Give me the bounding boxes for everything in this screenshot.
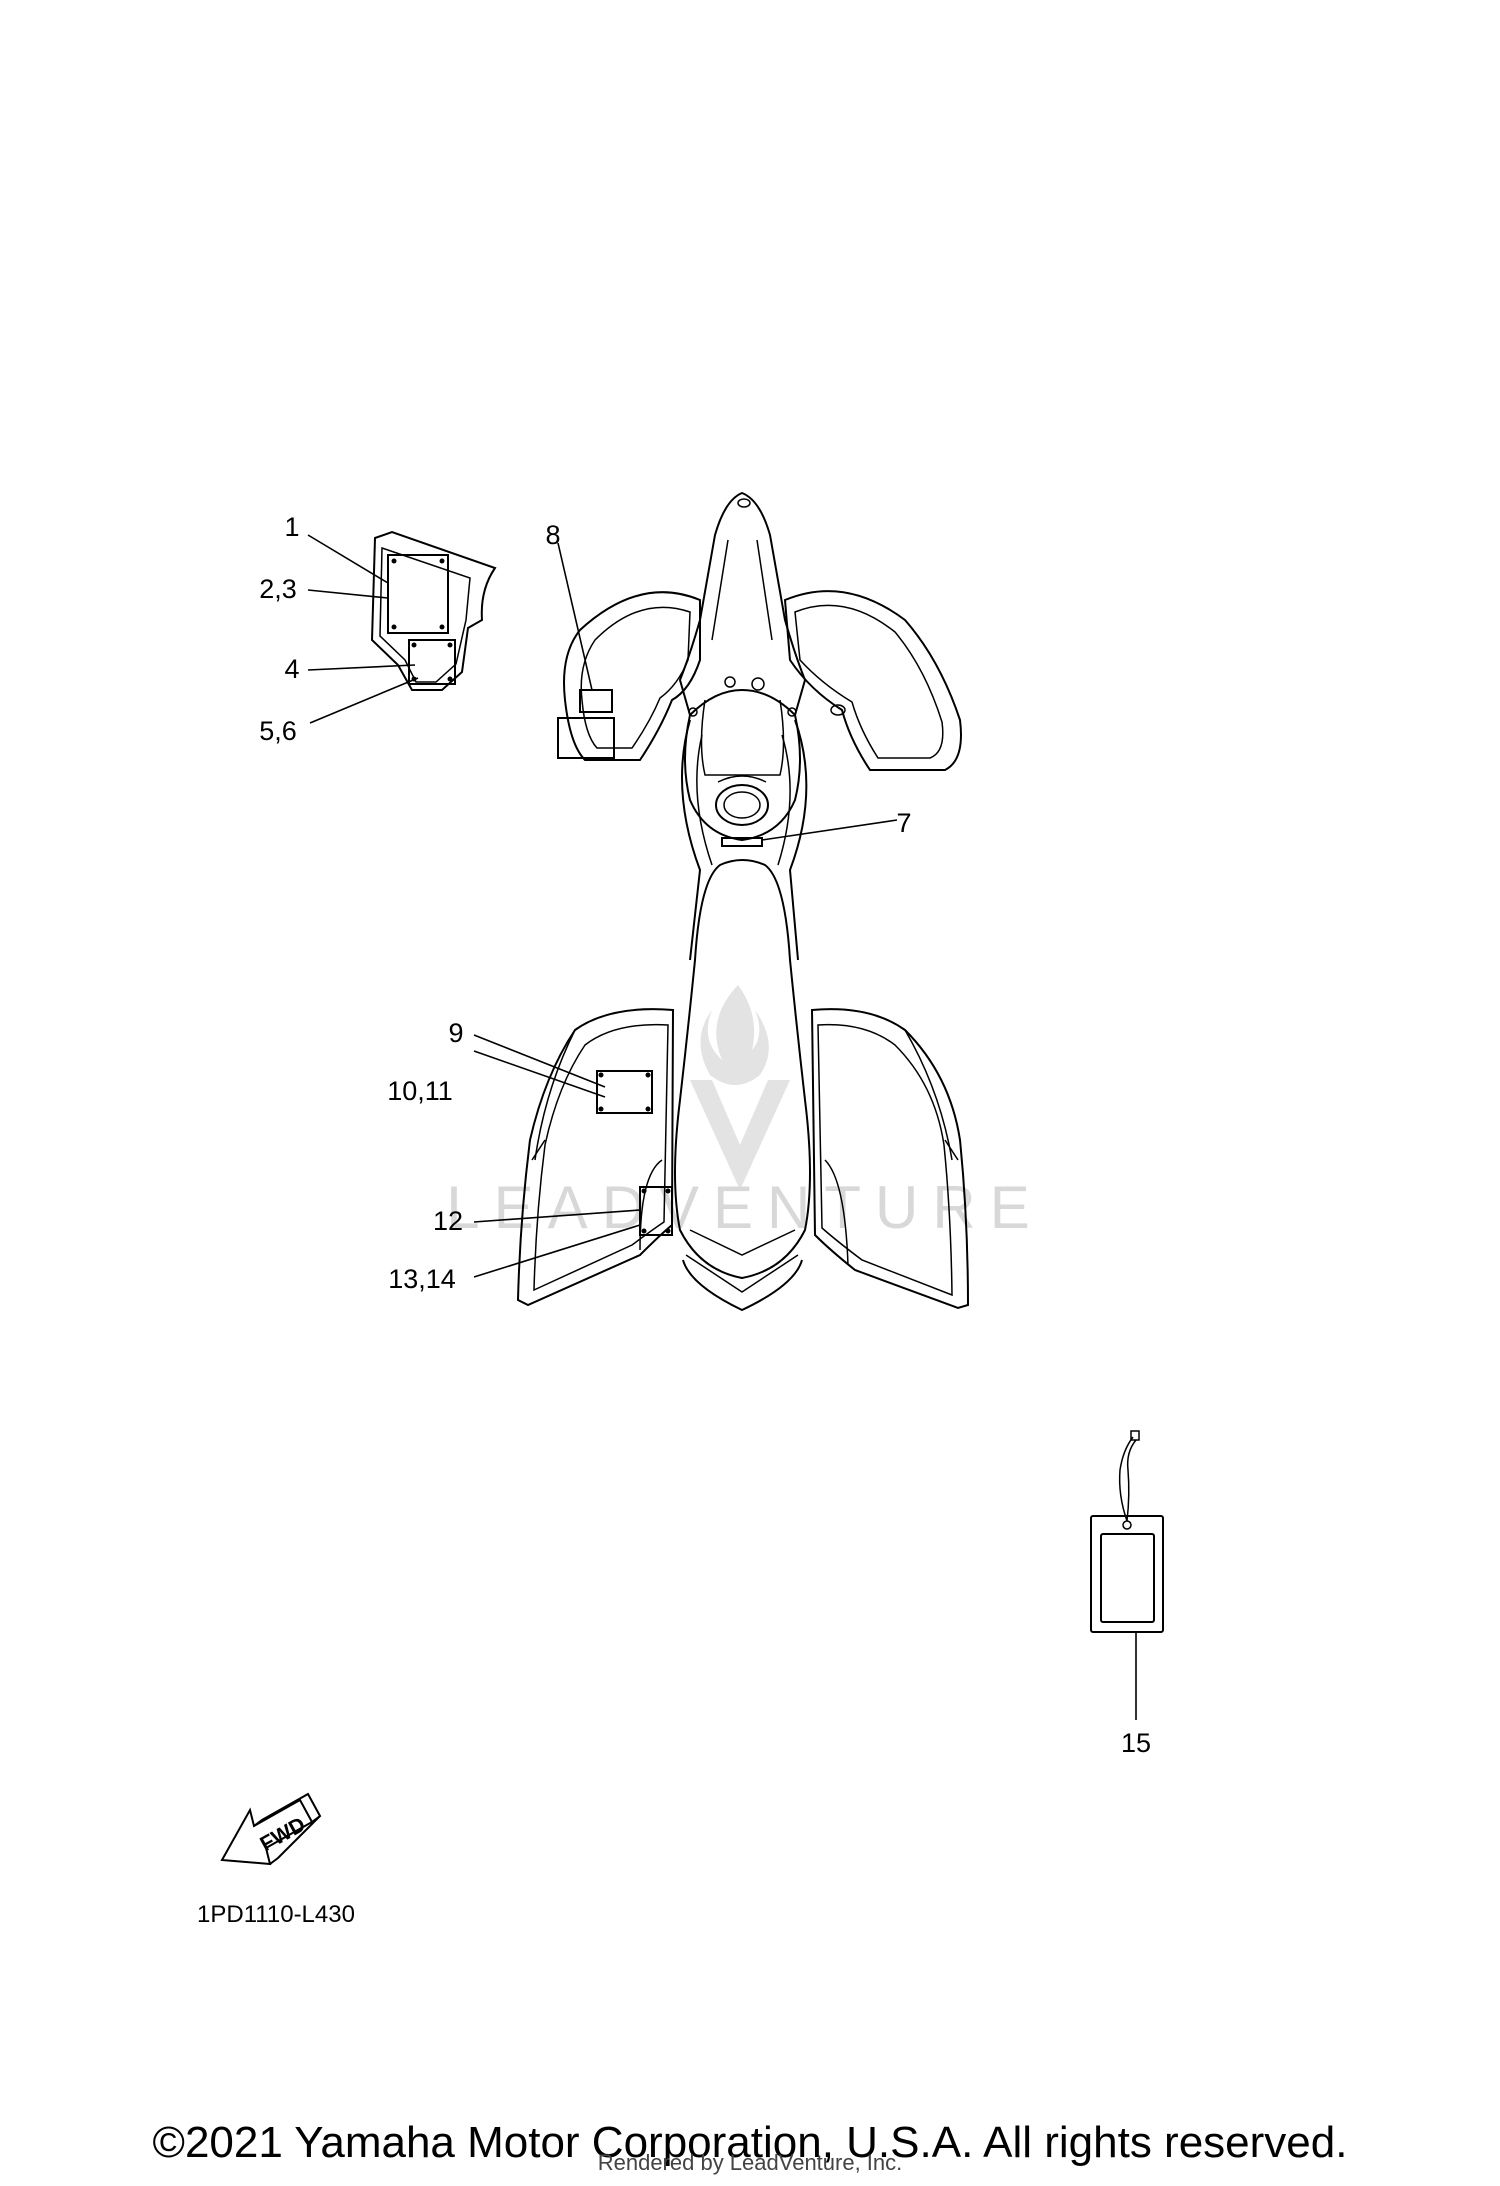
callout-9: 9 [448, 1018, 463, 1048]
callout-labels: 1 2,3 4 5,6 7 8 9 10,11 12 13,14 15 [259, 512, 1151, 1758]
leader-lines [307, 534, 1137, 1720]
diagram-code: 1PD1110-L430 [197, 1901, 355, 1928]
fwd-arrow-icon: FWD [220, 1792, 322, 1866]
callout-2-3: 2,3 [259, 574, 297, 604]
copyright-notice: ©2021 Yamaha Motor Corporation, U.S.A. A… [152, 2118, 1348, 2167]
watermark-logo: LEADVENTURE [446, 985, 1043, 1241]
callout-15: 15 [1121, 1728, 1151, 1758]
side-cover-drawing [370, 530, 497, 691]
callout-12: 12 [433, 1206, 463, 1236]
callout-7: 7 [896, 808, 911, 838]
callout-5-6: 5,6 [259, 716, 297, 746]
hang-tag-drawing [1090, 1430, 1164, 1633]
callout-8: 8 [545, 520, 560, 550]
rendered-by-note: Rendered by LeadVenture, Inc. [597, 2150, 903, 2175]
callout-10-11: 10,11 [387, 1076, 453, 1106]
callout-4: 4 [284, 654, 299, 684]
watermark-text: LEADVENTURE [446, 1174, 1043, 1241]
callout-1: 1 [284, 512, 299, 542]
atv-body-drawing [516, 491, 970, 1312]
callout-13-14: 13,14 [388, 1264, 456, 1294]
